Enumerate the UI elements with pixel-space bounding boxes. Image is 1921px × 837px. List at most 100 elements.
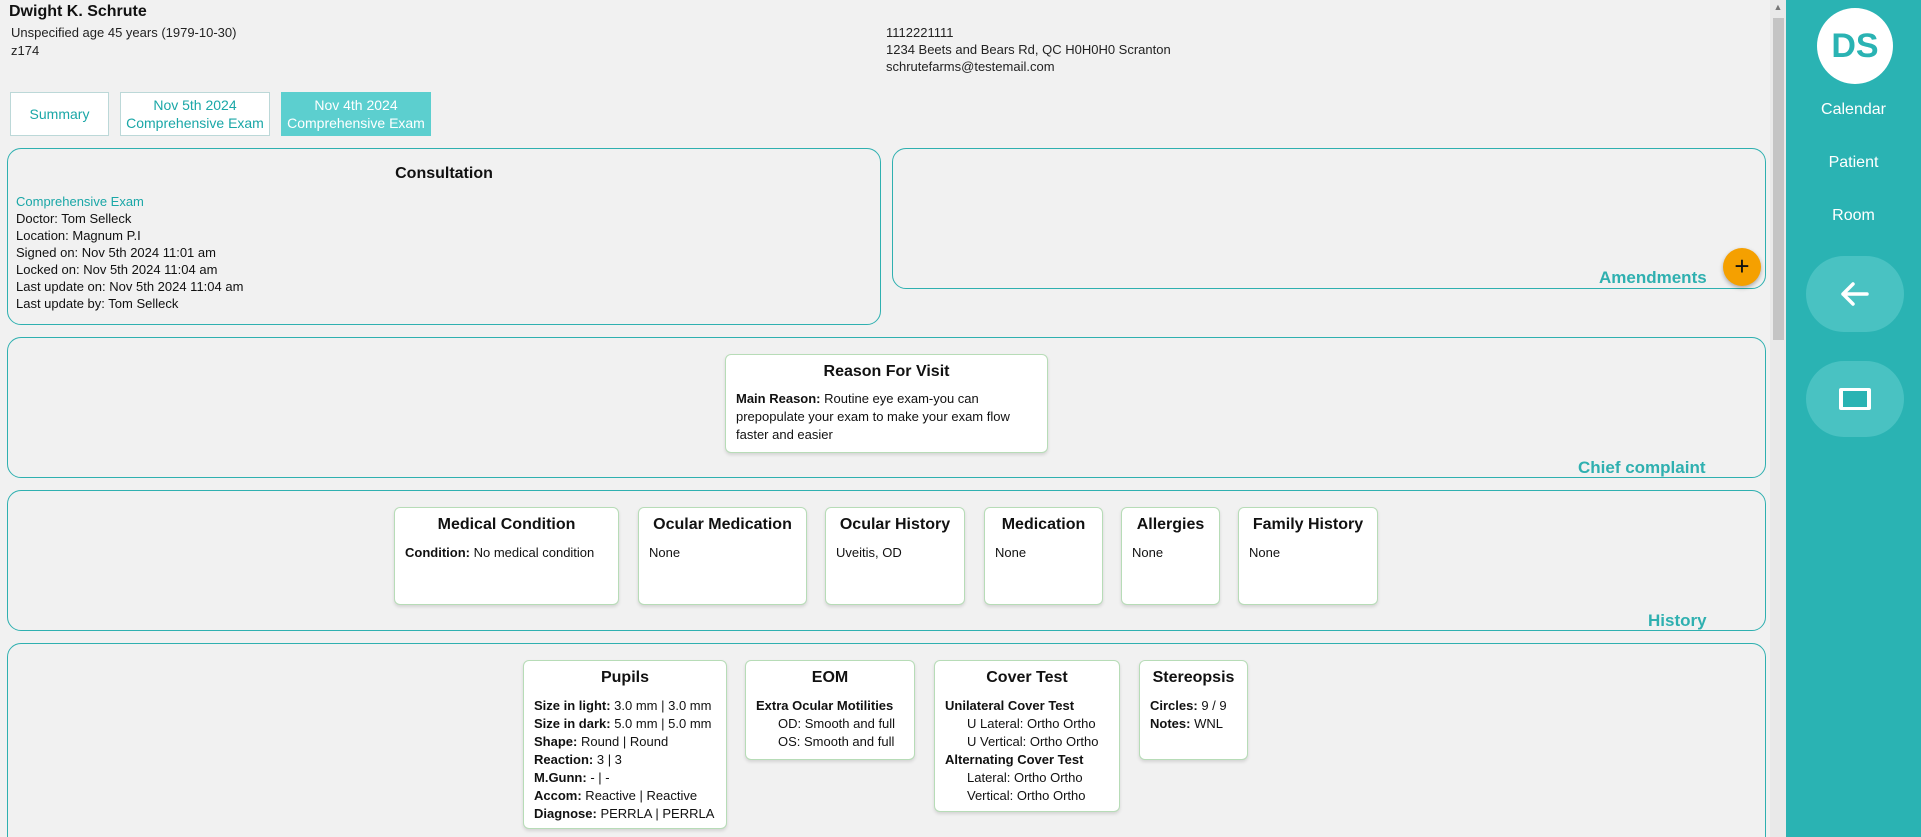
main-reason-value: Routine eye exam-you can prepopulate you… (736, 391, 1010, 442)
card-value: None (995, 545, 1027, 560)
card-value: Uveitis, OD (836, 545, 902, 560)
eom-card[interactable]: EOM Extra Ocular Motilities OD: Smooth a… (745, 660, 915, 760)
chief-complaint-title: Chief complaint (1578, 458, 1706, 477)
main-content: Dwight K. Schrute Unspecified age 45 yea… (7, 3, 1766, 837)
cover-test-card[interactable]: Cover Test Unilateral Cover Test U Later… (934, 660, 1120, 812)
medical-condition-card[interactable]: Medical Condition Condition: No medical … (394, 507, 619, 605)
card-title: Ocular Medication (653, 516, 792, 533)
vertical: Vertical: Ortho Ortho (967, 788, 1086, 803)
patient-name: Dwight K. Schrute (9, 3, 147, 20)
tablet-view-button[interactable] (1806, 361, 1904, 437)
pupils-row: Diagnose: PERRLA | PERRLA (534, 805, 716, 823)
family-history-card[interactable]: Family History None (1238, 507, 1378, 605)
history-title: History (1648, 611, 1707, 630)
condition-label: Condition: (405, 545, 470, 560)
amendments-section: Amendments (892, 148, 1766, 289)
consultation-signed-on: Signed on: Nov 5th 2024 11:01 am (16, 245, 216, 260)
stereopsis-card[interactable]: Stereopsis Circles: 9 / 9 Notes: WNL (1139, 660, 1248, 760)
card-value: None (649, 545, 681, 560)
card-title: Stereopsis (1152, 669, 1235, 686)
row-value: 5.0 mm | 5.0 mm (610, 716, 712, 731)
row-value: Round | Round (577, 734, 669, 749)
eom-od: OD: Smooth and full (778, 716, 896, 731)
notes-value: WNL (1190, 716, 1223, 731)
consultation-location: Location: Magnum P.I (16, 228, 141, 243)
card-value: None (1132, 545, 1164, 560)
patient-email: schrutefarms@testemail.com (886, 59, 1055, 74)
pupils-row: Accom: Reactive | Reactive (534, 787, 716, 805)
circles-value: 9 / 9 (1197, 698, 1227, 713)
tab-date: Nov 4th 2024 (314, 97, 398, 113)
tab-nov-4th-exam[interactable]: Nov 4th 2024 Comprehensive Exam (281, 92, 431, 136)
row-value: 3.0 mm | 3.0 mm (610, 698, 712, 713)
alternating-heading: Alternating Cover Test (945, 752, 1084, 767)
reason-for-visit-card[interactable]: Reason For Visit Main Reason: Routine ey… (725, 354, 1048, 453)
card-title: Family History (1252, 516, 1364, 533)
pupils-row: Reaction: 3 | 3 (534, 751, 716, 769)
patient-phone: 1112221111 (886, 25, 954, 40)
tab-summary[interactable]: Summary (10, 92, 109, 136)
card-title: EOM (811, 669, 849, 686)
row-label: Size in dark: (534, 716, 611, 731)
ocular-medication-card[interactable]: Ocular Medication None (638, 507, 807, 605)
amendments-title: Amendments (1599, 268, 1707, 287)
consultation-title: Consultation (395, 165, 493, 182)
consultation-exam-type: Comprehensive Exam (16, 194, 144, 209)
row-label: Accom: (534, 788, 582, 803)
card-title: Allergies (1136, 516, 1205, 533)
row-label: M.Gunn: (534, 770, 587, 785)
row-value: PERRLA | PERRLA (596, 806, 715, 821)
row-label: Size in light: (534, 698, 611, 713)
pupils-row: Size in light: 3.0 mm | 3.0 mm (534, 697, 716, 715)
row-label: Diagnose: (534, 806, 597, 821)
row-label: Shape: (534, 734, 578, 749)
add-amendment-button[interactable]: + (1723, 248, 1761, 286)
u-vertical: U Vertical: Ortho Ortho (967, 734, 1099, 749)
back-button[interactable] (1806, 256, 1904, 332)
patient-id: z174 (11, 43, 40, 58)
sidebar-item-room[interactable]: Room (1832, 207, 1875, 224)
allergies-card[interactable]: Allergies None (1121, 507, 1220, 605)
tab-date: Nov 5th 2024 (153, 97, 237, 113)
avatar[interactable]: DS (1817, 8, 1893, 84)
row-value: - | - (586, 770, 610, 785)
card-title: Medical Condition (437, 516, 576, 533)
eom-heading: Extra Ocular Motilities (756, 698, 894, 713)
pupils-row: Size in dark: 5.0 mm | 5.0 mm (534, 715, 716, 733)
medication-card[interactable]: Medication None (984, 507, 1103, 605)
u-lateral: U Lateral: Ortho Ortho (967, 716, 1096, 731)
ocular-history-card[interactable]: Ocular History Uveitis, OD (825, 507, 965, 605)
row-value: Reactive | Reactive (581, 788, 698, 803)
card-title: Pupils (600, 669, 649, 686)
card-title: Ocular History (839, 516, 951, 533)
scrollbar-thumb[interactable] (1773, 18, 1784, 340)
eom-os: OS: Smooth and full (778, 734, 895, 749)
notes-label: Notes: (1150, 716, 1191, 731)
tab-nov-5th-exam[interactable]: Nov 5th 2024 Comprehensive Exam (120, 92, 270, 136)
sidebar-item-calendar[interactable]: Calendar (1821, 101, 1886, 118)
consultation-section: Consultation Comprehensive Exam Doctor: … (7, 148, 881, 325)
pupils-row: Shape: Round | Round (534, 733, 716, 751)
pupils-row: M.Gunn: - | - (534, 769, 716, 787)
card-title: Reason For Visit (823, 363, 950, 380)
consultation-doctor: Doctor: Tom Selleck (16, 211, 132, 226)
circles-label: Circles: (1150, 698, 1198, 713)
consultation-last-update-on: Last update on: Nov 5th 2024 11:04 am (16, 279, 244, 294)
scroll-up-arrow-icon[interactable]: ▲ (1773, 2, 1783, 12)
tablet-icon (1839, 388, 1871, 410)
patient-age: Unspecified age 45 years (1979-10-30) (11, 25, 237, 40)
plus-icon: + (1734, 251, 1750, 281)
consultation-last-update-by: Last update by: Tom Selleck (16, 296, 179, 311)
consultation-locked-on: Locked on: Nov 5th 2024 11:04 am (16, 262, 218, 277)
card-value: None (1249, 545, 1281, 560)
row-value: 3 | 3 (593, 752, 622, 767)
arrow-left-icon (1841, 282, 1869, 306)
row-label: Reaction: (534, 752, 594, 767)
sidebar-item-patient[interactable]: Patient (1828, 154, 1879, 171)
main-reason-label: Main Reason: (736, 391, 821, 406)
right-sidebar: DS Calendar Patient Room (1786, 0, 1921, 837)
lateral: Lateral: Ortho Ortho (967, 770, 1083, 785)
condition-value: No medical condition (469, 545, 595, 560)
pupils-card[interactable]: Pupils Size in light: 3.0 mm | 3.0 mm Si… (523, 660, 727, 829)
card-title: Cover Test (986, 669, 1068, 686)
